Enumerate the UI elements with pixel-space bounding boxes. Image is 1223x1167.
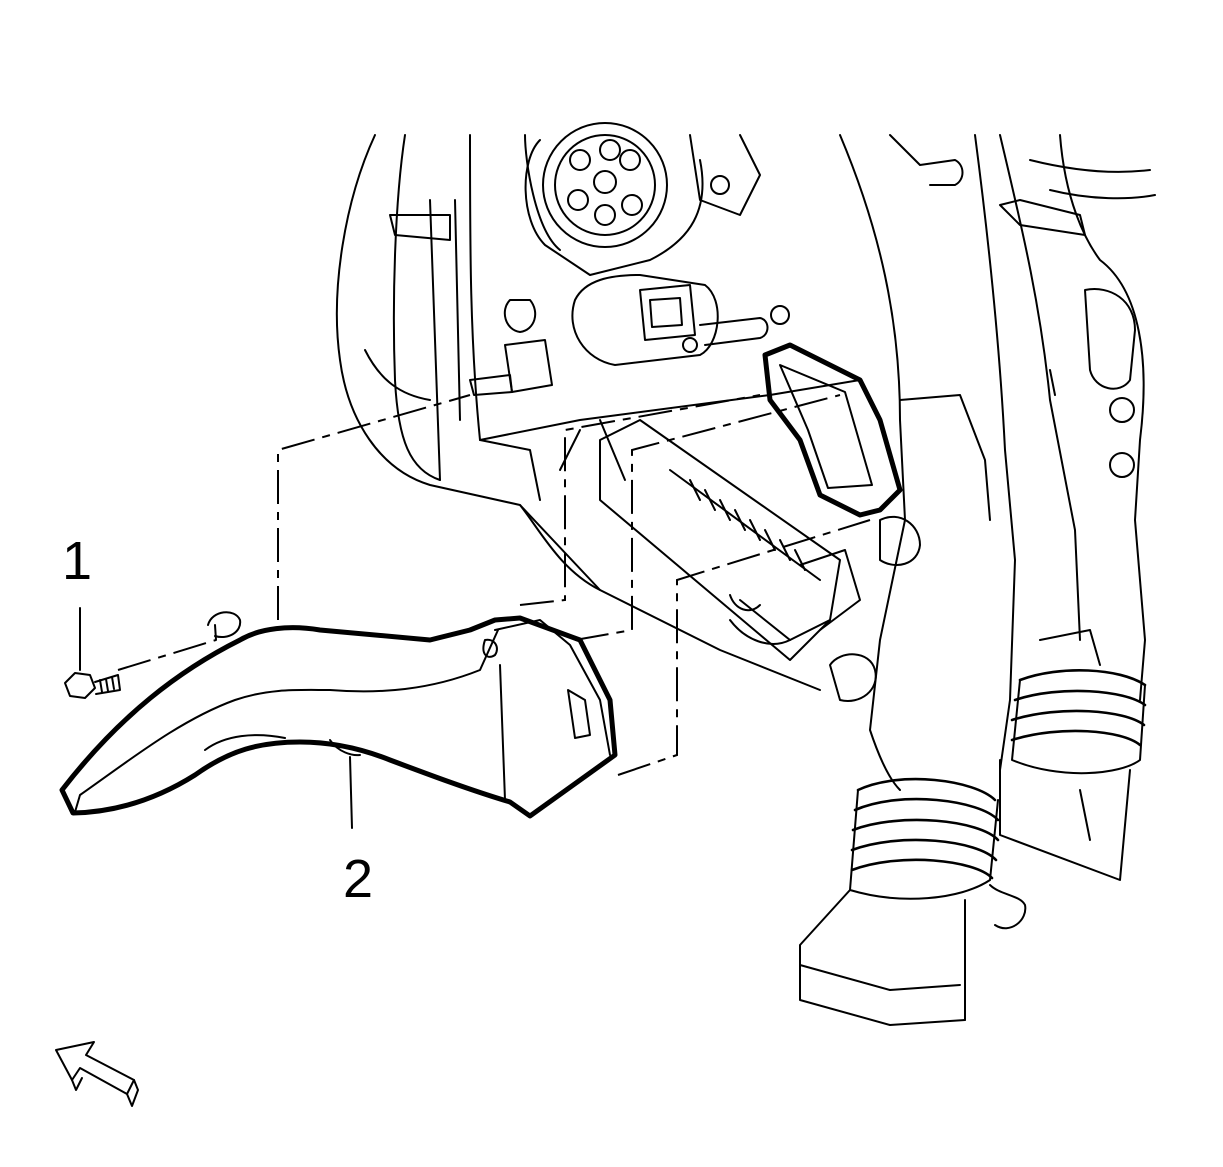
direction-arrow-icon	[55, 1041, 139, 1107]
hvac-module-assembly	[335, 122, 1156, 1026]
blower-gear	[524, 122, 761, 276]
callout-2-label: 2	[343, 849, 374, 909]
mode-actuator	[469, 274, 790, 396]
bellows-boots	[849, 629, 1147, 900]
leader-line-2	[349, 756, 353, 829]
floor-air-duct	[59, 615, 618, 819]
right-ducts	[839, 134, 1156, 791]
fastener-bolt	[64, 672, 121, 699]
callout-1-label: 1	[62, 531, 93, 591]
alignment-lines	[117, 394, 871, 776]
gasket-seal	[762, 342, 903, 518]
heater-core	[599, 419, 861, 661]
